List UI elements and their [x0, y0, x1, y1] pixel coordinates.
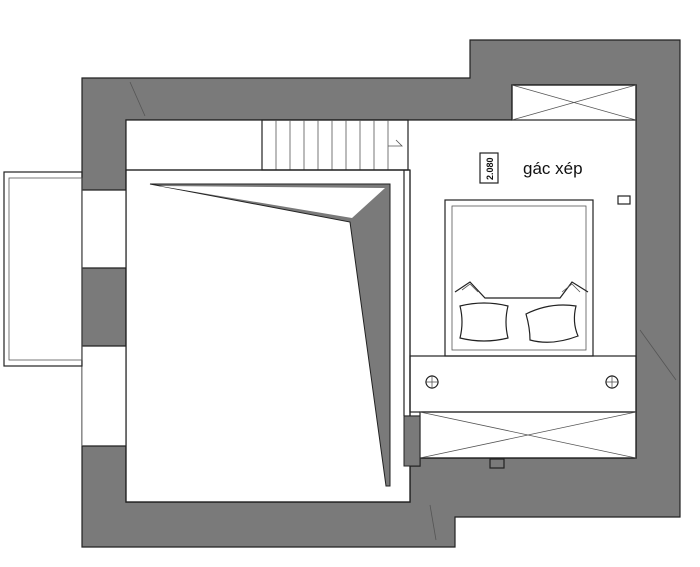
room-label: gác xép	[523, 159, 583, 178]
balcony	[3, 171, 83, 367]
knob-right	[605, 375, 619, 389]
elevation-tag: 2.080	[479, 152, 499, 184]
window-opening-lower	[82, 346, 126, 446]
wardrobe-top	[511, 84, 637, 121]
elevation-label: 2.080	[485, 157, 495, 180]
partition-stub	[403, 415, 421, 467]
void-railing-shadow	[149, 183, 391, 487]
knob-left	[425, 375, 439, 389]
wall-fixture	[617, 195, 631, 205]
pillow-right	[525, 304, 579, 343]
open-void	[125, 169, 411, 503]
floor-fixture	[489, 458, 505, 469]
window-opening-upper	[82, 190, 126, 268]
pillow-left	[459, 302, 509, 342]
